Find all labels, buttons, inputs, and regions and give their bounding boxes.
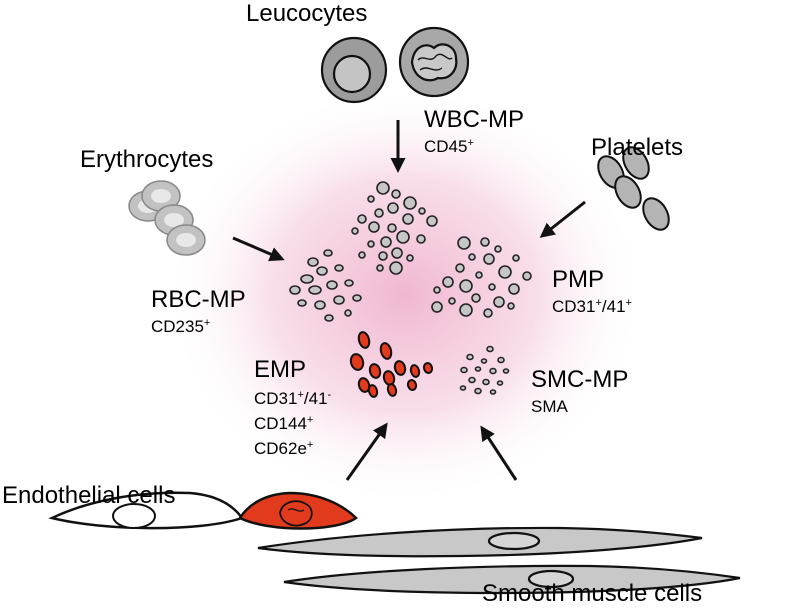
arrow-endothelial <box>345 422 388 481</box>
emp-marker-cd62e: CD62e+ <box>254 439 314 458</box>
arrow-smooth-muscle <box>480 425 518 481</box>
platelets-label: Platelets <box>591 134 684 161</box>
emp-marker-cd31: CD31+/41- <box>254 389 332 408</box>
emp-label: EMP <box>254 356 307 383</box>
erythrocytes-label: Erythrocytes <box>80 146 214 173</box>
arrow-platelets <box>539 200 586 238</box>
smc-mp-cluster <box>459 345 510 395</box>
wbc-mp-marker: CD45+ <box>424 137 474 156</box>
rbc-mp-label: RBC-MP <box>151 286 246 313</box>
smc-mp-label: SMC-MP <box>531 366 629 393</box>
pmp-cluster <box>431 236 532 318</box>
leucocytes-illustration <box>320 26 470 104</box>
emp-cluster <box>349 331 434 398</box>
arrows <box>232 120 586 481</box>
endothelial-cells-illustration <box>48 491 358 530</box>
platelets-illustration <box>597 146 670 231</box>
pmp-label: PMP <box>552 266 605 293</box>
wbc-mp-label: WBC-MP <box>424 106 524 133</box>
wbc-mp-cluster <box>351 181 438 275</box>
leucocytes-label: Leucocytes <box>246 0 368 27</box>
rbc-mp-marker: CD235+ <box>151 317 211 336</box>
smc-mp-marker: SMA <box>531 397 568 416</box>
emp-marker-cd144: CD144+ <box>254 414 314 433</box>
rbc-mp-cluster <box>289 249 362 322</box>
smooth-muscle-cells-illustration <box>257 526 741 595</box>
microparticle-cloud-glow <box>165 85 645 505</box>
erythrocytes-illustration <box>128 180 206 256</box>
arrow-erythrocytes <box>232 236 285 262</box>
smooth-muscle-cells-label: Smooth muscle cells <box>482 580 703 607</box>
pmp-marker: CD31+/41+ <box>552 297 632 316</box>
endothelial-cells-label: Endothelial cells <box>2 482 176 509</box>
